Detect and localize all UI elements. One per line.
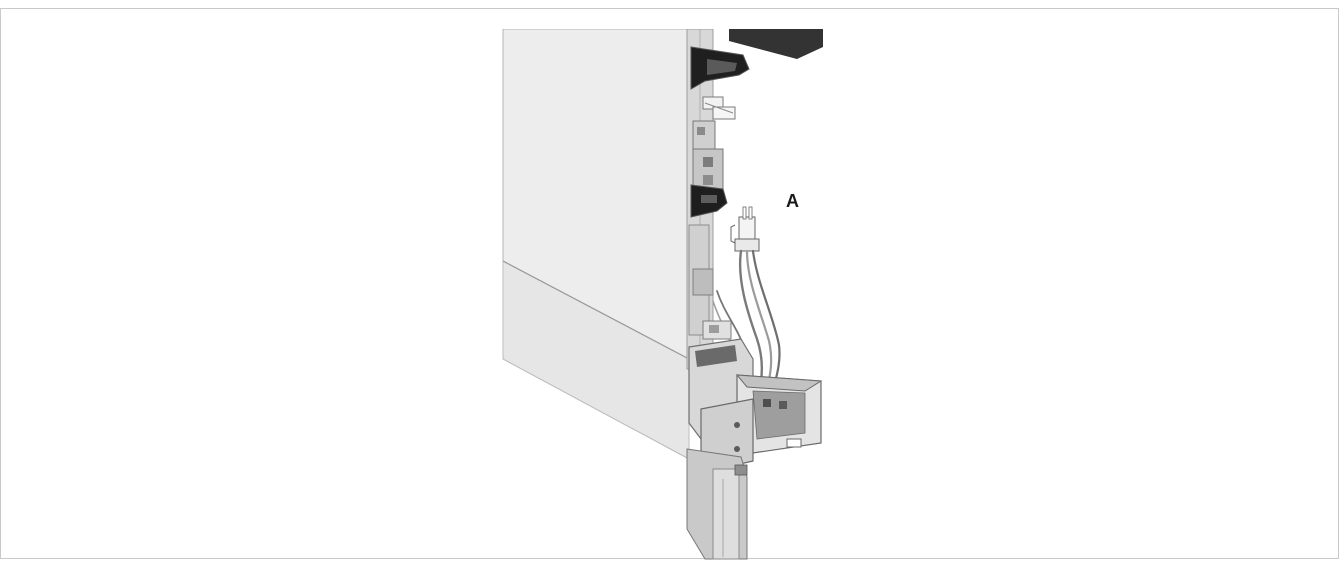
bottom-bracket: [686, 448, 748, 560]
top-dark-block: [729, 29, 823, 59]
figure-frame: A: [0, 8, 1339, 560]
callout-label-a: A: [786, 191, 799, 211]
mounting-parts: [702, 320, 732, 340]
upper-connectors: [702, 96, 736, 120]
connector-a: [730, 206, 760, 252]
wiring-harness-illustration: [502, 29, 823, 560]
terminal-tray: [688, 338, 823, 474]
